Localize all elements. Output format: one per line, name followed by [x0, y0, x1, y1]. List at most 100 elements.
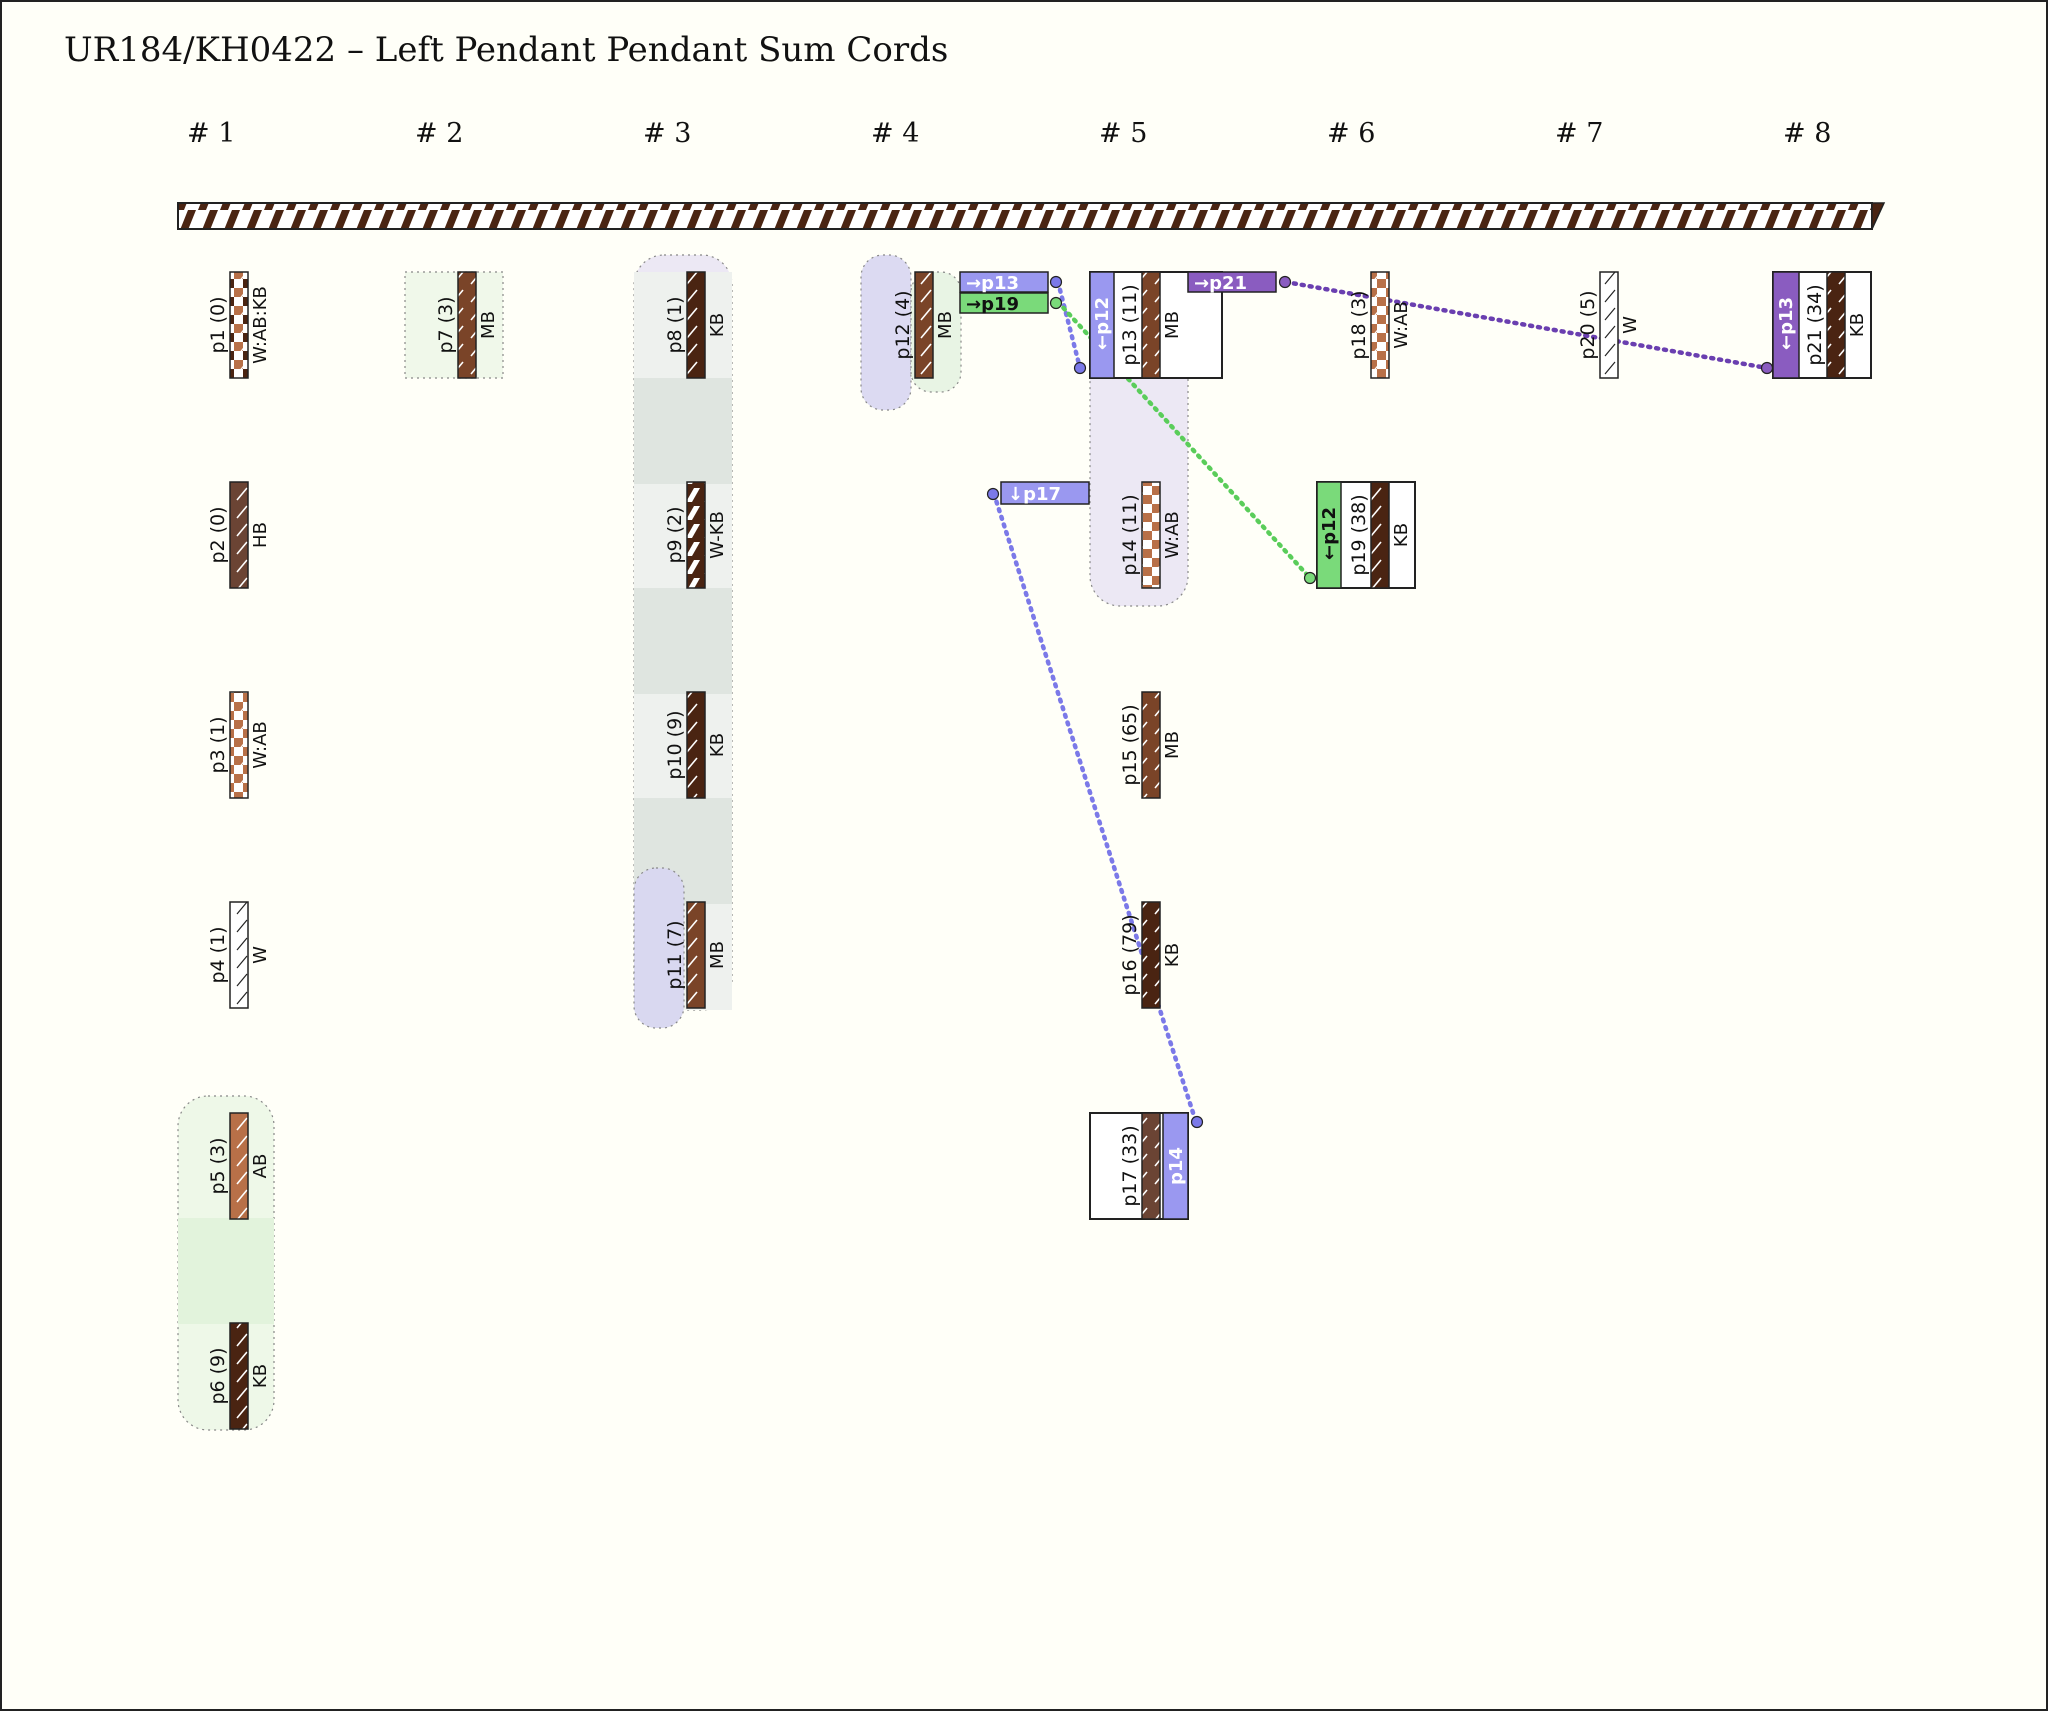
sum-tags: →p13 →p19 ←p12 →p21 ↓p17 p14	[959, 271, 1800, 1220]
cord-strip-p16	[1141, 901, 1161, 1009]
cord-color-p1: W:AB:KB	[250, 286, 271, 364]
primary-cord	[177, 202, 1886, 230]
sum-tag-p13-from-p12[interactable]: ←p12	[1089, 271, 1115, 379]
cord-color-p10: KB	[707, 733, 728, 757]
cord-color-p16: KB	[1162, 943, 1183, 967]
cord-p18[interactable]: p18 (3) W:AB	[1348, 271, 1412, 379]
cord-color-p12: MB	[935, 311, 956, 339]
cord-p9[interactable]: p9 (2)W-KB	[664, 481, 728, 589]
link-dot-p13-blue	[1073, 361, 1087, 375]
cord-color-p14: W:AB	[1162, 511, 1183, 558]
cord-label-p12: p12 (4)	[892, 290, 914, 359]
group-label-5: # 5	[1099, 118, 1147, 149]
link-dot-p17-blue	[1190, 1115, 1204, 1129]
cord-color-p9: W-KB	[707, 511, 728, 559]
group-label-7: # 7	[1555, 118, 1603, 149]
cord-label-p14: p14 (11)	[1119, 494, 1141, 575]
svg-text:←p12: ←p12	[1319, 507, 1340, 560]
cord-label-p13: p13 (11)	[1119, 284, 1141, 365]
cords-layer: p1 (0) W:AB:KB p2 (0)HB p3 (1) W:AB p4 (1) Wp5…	[207, 271, 1872, 1430]
link-dot-p14-blue	[986, 487, 1000, 501]
svg-text:p14: p14	[1166, 1147, 1187, 1185]
cord-strip-p10	[686, 691, 706, 799]
sum-tag-p21-from-p13[interactable]: ←p13	[1772, 271, 1800, 379]
cord-label-p1: p1 (0)	[207, 296, 229, 353]
link-dot-p12-blue	[1049, 275, 1063, 289]
cord-label-p5: p5 (3)	[207, 1137, 229, 1194]
cord-color-p18: W:AB	[1391, 301, 1412, 348]
cord-label-p20: p20 (5)	[1577, 290, 1599, 359]
cord-p10[interactable]: p10 (9) KB	[664, 691, 728, 799]
cord-strip-p17	[1141, 1112, 1161, 1220]
cord-strip-p19	[1370, 481, 1390, 589]
group-label-4: # 4	[871, 118, 919, 149]
cord-color-p20: W	[1620, 316, 1641, 334]
group-label-2: # 2	[415, 118, 463, 149]
cord-label-p6: p6 (9)	[207, 1347, 229, 1404]
svg-text:→p13: →p13	[966, 273, 1019, 294]
cord-p3[interactable]: p3 (1) W:AB	[207, 691, 271, 799]
cord-strip-p8	[686, 271, 706, 379]
cord-color-p21: KB	[1847, 313, 1868, 337]
diagram-title: UR184/KH0422 – Left Pendant Pendant Sum …	[64, 30, 949, 70]
cord-label-p18: p18 (3)	[1348, 290, 1370, 359]
cord-p15[interactable]: p15 (65) MB	[1119, 691, 1183, 799]
cord-label-p19: p19 (38)	[1348, 494, 1370, 575]
cord-p2[interactable]: p2 (0)HB	[207, 481, 271, 589]
cord-strip-p13	[1141, 271, 1161, 379]
sum-tag-p12-to-p13[interactable]: →p13	[959, 271, 1049, 294]
cord-color-p4: W	[250, 946, 271, 964]
cord-strip-p1	[229, 271, 249, 379]
cord-color-p19: KB	[1391, 523, 1412, 547]
cord-p12[interactable]: p12 (4) MB	[892, 271, 956, 379]
cord-p8[interactable]: p8 (1) KB	[664, 271, 728, 379]
cord-p4[interactable]: p4 (1) W	[207, 901, 271, 1009]
svg-text:←p12: ←p12	[1092, 297, 1113, 350]
cord-color-p11: MB	[707, 941, 728, 969]
svg-text:←p13: ←p13	[1776, 297, 1797, 350]
cord-color-p7: MB	[478, 311, 499, 339]
cord-strip-p3	[229, 691, 249, 799]
cord-color-p5: AB	[250, 1154, 271, 1179]
cord-label-p17: p17 (33)	[1119, 1125, 1141, 1206]
cord-strip-p14	[1141, 481, 1161, 589]
link-dot-p19-green	[1303, 571, 1317, 585]
cord-p20[interactable]: p20 (5) W	[1577, 271, 1641, 379]
group-label-8: # 8	[1783, 118, 1831, 149]
cord-label-p15: p15 (65)	[1119, 704, 1141, 785]
cord-strip-p11	[686, 901, 706, 1009]
cord-color-p13: MB	[1162, 311, 1183, 339]
svg-text:↓p17: ↓p17	[1008, 484, 1061, 505]
svg-text:→p19: →p19	[966, 294, 1019, 315]
cord-p6[interactable]: p6 (9)KB	[207, 1322, 271, 1430]
cord-p14[interactable]: p14 (11) W:AB	[1119, 481, 1183, 589]
cord-label-p3: p3 (1)	[207, 716, 229, 773]
cord-label-p11: p11 (7)	[664, 920, 686, 989]
cluster-backgrounds	[177, 254, 1189, 1431]
cord-label-p8: p8 (1)	[664, 296, 686, 353]
link-dot-p12-green	[1049, 296, 1063, 310]
cord-color-p15: MB	[1162, 731, 1183, 759]
cord-p16[interactable]: p16 (79)KB	[1119, 901, 1183, 1009]
sum-tag-p12-to-p19[interactable]: →p19	[959, 292, 1049, 315]
sum-tag-p13-to-p21[interactable]: →p21	[1187, 271, 1277, 294]
cord-strip-p5	[229, 1112, 249, 1220]
cord-label-p10: p10 (9)	[664, 710, 686, 779]
cord-label-p4: p4 (1)	[207, 926, 229, 983]
sum-tag-p19-from-p12[interactable]: ←p12	[1316, 481, 1342, 589]
cord-strip-p21	[1826, 271, 1846, 379]
cord-color-p8: KB	[707, 313, 728, 337]
sum-tag-p17-from-p14[interactable]: p14	[1162, 1112, 1189, 1220]
cord-p1[interactable]: p1 (0) W:AB:KB	[207, 271, 271, 379]
cord-color-p3: W:AB	[250, 721, 271, 768]
cord-label-p2: p2 (0)	[207, 506, 229, 563]
cord-strip-p7	[457, 271, 477, 379]
svg-text:→p21: →p21	[1194, 273, 1247, 294]
link-dot-p13-purple	[1278, 275, 1292, 289]
cord-p5[interactable]: p5 (3) AB	[207, 1112, 271, 1220]
cord-p7[interactable]: p7 (3)MB	[435, 271, 499, 379]
cord-p11[interactable]: p11 (7) MB	[664, 901, 728, 1009]
group-label-3: # 3	[643, 118, 691, 149]
sum-tag-p14-down-p17[interactable]: ↓p17	[1000, 481, 1090, 505]
